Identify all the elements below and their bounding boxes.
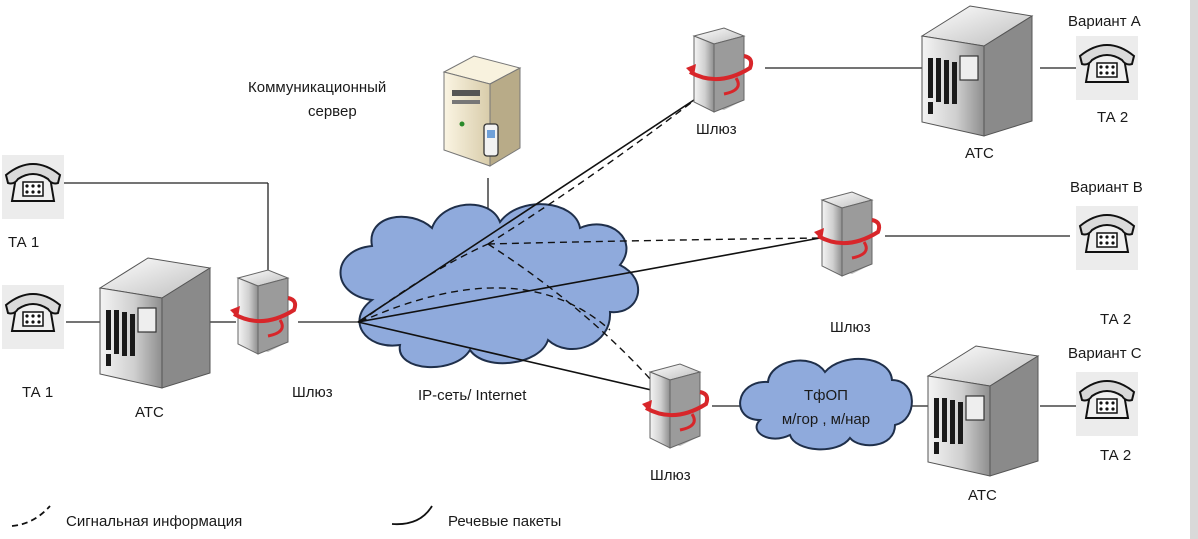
legend-signal-label: Сигнальная информация: [66, 513, 242, 530]
phone-icon: [1, 154, 65, 220]
ats-left-label: АТС: [135, 404, 164, 421]
gateway-c-label: Шлюз: [650, 467, 691, 484]
variant-c-label: Вариант С: [1068, 345, 1142, 362]
legend-voice-label: Речевые пакеты: [448, 513, 561, 530]
variant-a-label: Вариант А: [1068, 13, 1141, 30]
gateway-icon: [640, 362, 710, 450]
pstn-label: ТфОП: [804, 387, 848, 404]
phone-icon: [1075, 35, 1139, 101]
phone-icon: [1075, 371, 1139, 437]
window-edge: [1190, 0, 1198, 539]
pstn-label: м/гор , м/нар: [782, 411, 870, 428]
comm-server-label: Коммуникационный: [248, 79, 386, 96]
ats-c-label: АТС: [968, 487, 997, 504]
gateway-icon: [684, 26, 754, 114]
phone-icon: [1, 284, 65, 350]
gateway-left-label: Шлюз: [292, 384, 333, 401]
ta1-bottom-label: ТА 1: [22, 384, 53, 401]
gateway-icon: [228, 268, 298, 356]
server-icon: [442, 55, 522, 167]
ta2-a-label: ТА 2: [1097, 109, 1128, 126]
gateway-icon: [812, 190, 882, 278]
comm-server-label: сервер: [308, 103, 357, 120]
ip-network-label: IP-сеть/ Internet: [418, 387, 527, 404]
legend: Сигнальная информация Речевые пакеты: [11, 505, 561, 530]
ta1-top-label: ТА 1: [8, 234, 39, 251]
ats-cabinet-icon: [99, 257, 211, 389]
signaling-lines: [359, 95, 821, 391]
gateway-b-label: Шлюз: [830, 319, 871, 336]
pstn-cloud-icon: [739, 357, 913, 451]
ats-a-label: АТС: [965, 145, 994, 162]
ta2-c-label: ТА 2: [1100, 447, 1131, 464]
gateway-a-label: Шлюз: [696, 121, 737, 138]
legend-voice-swatch: [391, 505, 433, 526]
ip-network-cloud-icon: [339, 203, 639, 369]
ats-cabinet-icon: [921, 5, 1033, 137]
ats-cabinet-icon: [927, 345, 1039, 477]
ta2-b-label: ТА 2: [1100, 311, 1131, 328]
phone-icon: [1075, 205, 1139, 271]
variant-b-label: Вариант В: [1070, 179, 1143, 196]
legend-signal-swatch: [11, 505, 51, 527]
